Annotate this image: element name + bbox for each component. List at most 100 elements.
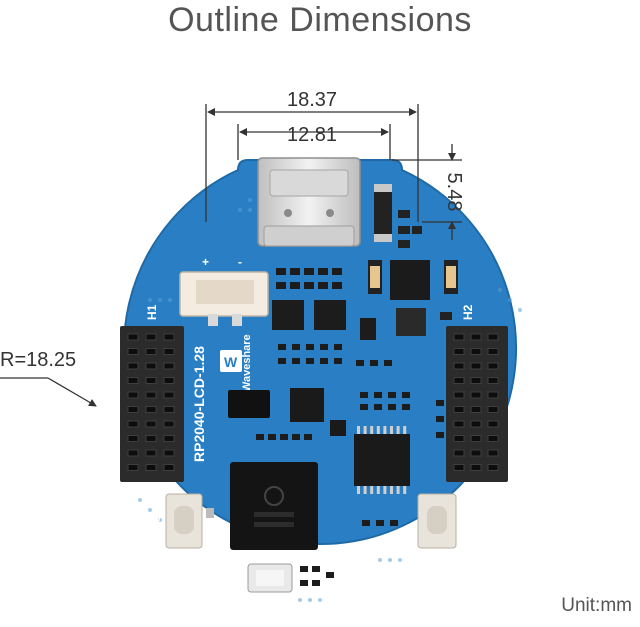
header-pin [127,377,139,384]
crystal [247,563,293,593]
header-pin [453,362,465,370]
chip-pin [363,426,367,434]
header-pin [487,377,499,384]
header-pin [127,464,139,471]
header-pin [145,449,157,457]
pin-minus-label: - [238,255,242,269]
header-pin [470,348,482,355]
bottom-smds [206,508,398,586]
header-pin [470,420,482,428]
header-pin [470,464,482,471]
rp2040-chip [230,462,318,550]
smd-cluster-top [272,268,376,340]
chip-pin [403,486,407,494]
header-pin [145,464,157,471]
header-pin [487,391,499,399]
header-pin [470,377,482,384]
chip-pin [370,426,374,434]
header-pin [453,348,465,355]
via-dots [138,198,522,602]
header-pin [487,333,499,341]
header-pin [453,406,465,413]
header-pin [453,449,465,457]
header-pin [163,348,175,355]
smd-rows-middle [256,344,444,440]
header-pin [487,348,499,355]
header-pin [487,406,499,413]
reset-label: RESET [462,507,473,540]
chip-pin [357,486,360,494]
svg-text:W: W [224,354,238,370]
header-pin [453,391,465,399]
header-pin [453,333,465,341]
chip-pin [370,486,374,494]
header-pin [470,362,482,370]
header-pin [163,406,175,413]
chip-pin [390,486,393,494]
chip-pin [383,486,387,494]
header-pin [470,449,482,457]
brand-label: Waveshare [241,334,253,392]
chip-pin [376,486,380,494]
header-pin [163,420,175,428]
header-pin [163,362,175,370]
chip-pin [396,426,400,434]
header-pin [145,362,157,370]
chip-pin [403,426,407,434]
chip-pin [363,486,367,494]
header-pin [487,464,499,471]
board-name-label: RP2040-LCD-1.28 [191,346,207,462]
small-ics [228,388,346,436]
header-pin [487,362,499,370]
header-pin [453,377,465,384]
header-pin [453,420,465,428]
chip-pin [396,486,400,494]
dim-radius: R=18.25 [0,349,76,371]
header-pin [163,435,175,442]
header-pin [145,420,157,428]
reset-button: RESET [417,493,473,549]
page-title: Outline Dimensions [168,1,472,39]
header-pin [127,449,139,457]
header-pin [145,377,157,384]
header-pin [163,391,175,399]
header-pin [145,435,157,442]
dimension-lines [0,104,462,407]
battery-connector: + - [179,255,269,326]
header-pin [163,333,175,341]
dim-overall-width: 18.37 [287,89,337,111]
header-pin [127,348,139,355]
chip-pin [390,426,393,434]
header-pin [145,406,157,413]
dim-connector-width: 12.81 [287,124,337,146]
header-pin [145,391,157,399]
header-pin [470,391,482,399]
header-pin [127,333,139,341]
header-pin [163,449,175,457]
tssop-chip [354,426,410,494]
dim-connector-offset: 5.48 [443,173,465,212]
chip-pin [383,426,387,434]
header-pin [453,464,465,471]
waveshare-logo: W [220,350,242,372]
boot-label: BOOT [152,509,163,538]
capacitors [368,260,458,294]
top-right-parts [374,184,422,248]
header-pin [487,435,499,442]
header-pin [470,435,482,442]
header-pin [145,333,157,341]
chip-pin [376,426,380,434]
header-pin [127,391,139,399]
header-pin [487,449,499,457]
header-pin [163,464,175,471]
header-pin [163,377,175,384]
header-pin [127,420,139,428]
header-h2: H2 [446,304,508,482]
header-h1: H1 [120,304,184,482]
ics-right-top [390,260,452,336]
usb-c-connector [257,157,361,247]
header-pin [127,406,139,413]
header-h1-label: H1 [145,304,159,320]
header-pin [145,348,157,355]
